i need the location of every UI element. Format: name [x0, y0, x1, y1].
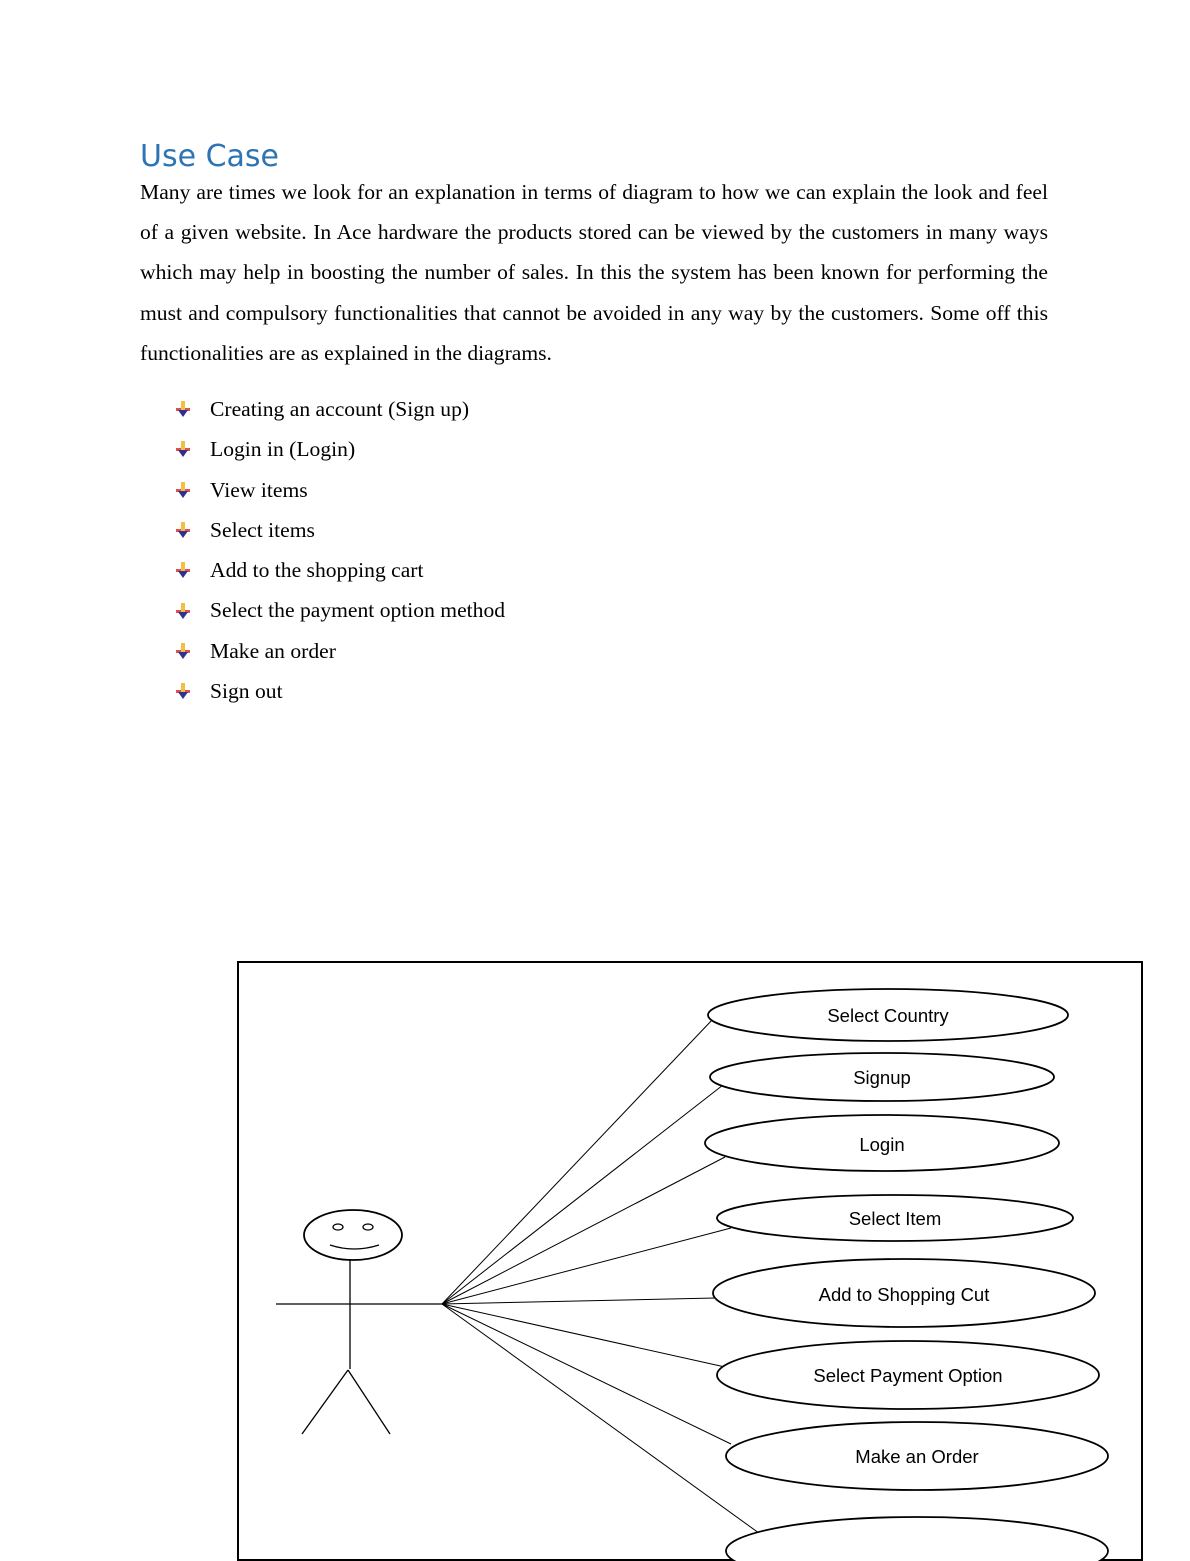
list-item-label: Add to the shopping cart [210, 558, 424, 583]
actor-left-eye [332, 1223, 344, 1231]
arrow-down-bullet-icon [176, 602, 190, 619]
arrow-down-bullet-icon [176, 683, 190, 700]
use-case-diagram: Select Country Signup Login Select Item … [237, 961, 1143, 1561]
association-line [441, 1018, 714, 1305]
use-case-label: Select Payment Option [813, 1365, 1002, 1386]
arrow-down-bullet-icon [176, 481, 190, 498]
list-item: Select the payment option method [172, 590, 505, 630]
use-case-make-an-order [725, 1421, 1109, 1491]
list-item: Make an order [172, 631, 505, 671]
use-case-signup [709, 1052, 1055, 1102]
actor-right-leg [347, 1369, 391, 1435]
list-item-label: View items [210, 477, 308, 502]
use-case-sign-out [725, 1516, 1109, 1561]
actor-right-eye [362, 1223, 374, 1231]
arrow-down-bullet-icon [176, 562, 190, 579]
use-case-label: Select Country [827, 1005, 949, 1026]
association-line [441, 1156, 726, 1305]
list-item: Select items [172, 510, 505, 550]
use-case-label: Make an Order [855, 1446, 978, 1467]
list-item-label: Select items [210, 517, 315, 542]
use-case-diagram-canvas: Select Country Signup Login Select Item … [276, 988, 1109, 1561]
association-line [441, 1084, 724, 1305]
list-item: Creating an account (Sign up) [172, 389, 505, 429]
arrow-down-bullet-icon [176, 522, 190, 539]
association-line [441, 1297, 716, 1305]
list-item-label: Creating an account (Sign up) [210, 397, 470, 421]
list-item: Add to the shopping cart [172, 550, 505, 590]
arrow-down-bullet-icon [176, 642, 190, 659]
association-line [441, 1303, 732, 1445]
list-item: View items [172, 470, 505, 510]
list-item: Login in (Login) [172, 429, 505, 469]
use-case-login [704, 1114, 1060, 1172]
list-item-label: Make an order [210, 638, 336, 663]
functionality-list: Creating an account (Sign up) Login in (… [172, 389, 505, 711]
arrow-down-bullet-icon [176, 401, 190, 418]
association-line [441, 1227, 732, 1305]
use-case-label: Add to Shopping Cut [819, 1284, 990, 1305]
association-lines [441, 1018, 764, 1537]
page-heading: Use Case [140, 139, 279, 174]
use-case-label: Select Item [849, 1208, 942, 1229]
use-case-add-to-shopping-cut [712, 1258, 1096, 1328]
use-case-label: Signup [853, 1067, 911, 1088]
intro-paragraph: Many are times we look for an explanatio… [140, 180, 1048, 365]
list-item: Sign out [172, 671, 505, 711]
arrow-down-bullet-icon [176, 441, 190, 458]
use-case-select-payment-option [716, 1340, 1100, 1410]
actor-smile [329, 1244, 380, 1250]
use-case-label: Login [859, 1134, 904, 1155]
actor-left-leg [301, 1369, 349, 1435]
use-case-select-item [716, 1194, 1074, 1242]
list-item-label: Login in (Login) [210, 437, 356, 462]
association-line [441, 1303, 726, 1368]
actor-head [303, 1209, 403, 1261]
use-case-select-country [707, 988, 1069, 1042]
association-line [441, 1303, 764, 1537]
list-item-label: Sign out [210, 679, 283, 704]
list-item-label: Select the payment option method [210, 598, 506, 623]
actor-stick-figure [276, 1209, 442, 1435]
